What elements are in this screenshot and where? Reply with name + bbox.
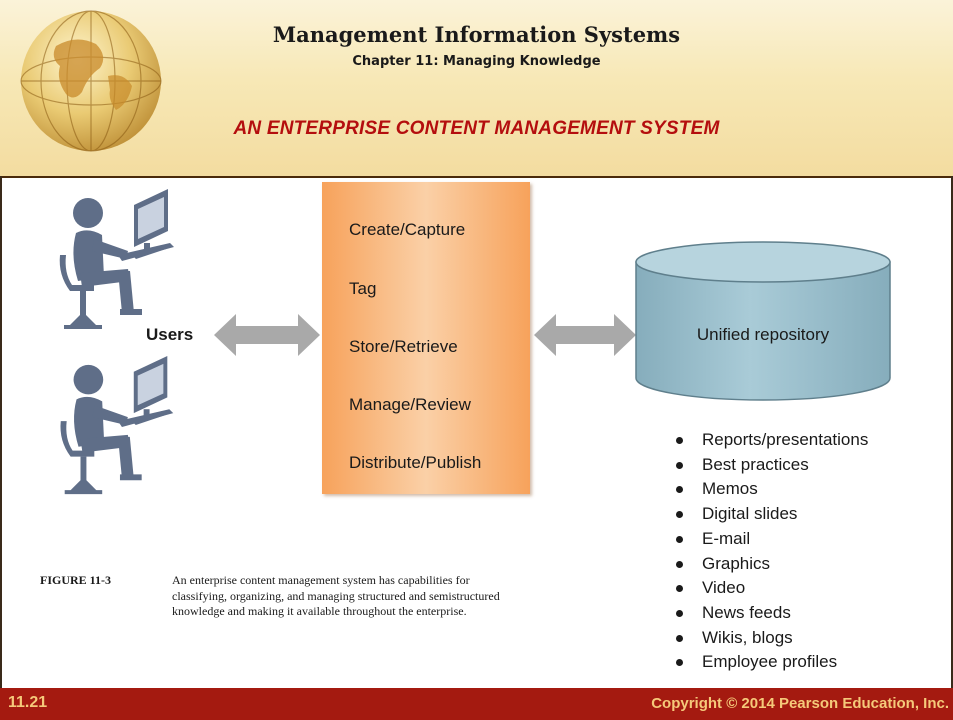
database-cylinder-icon <box>635 241 891 401</box>
process-item-manage-review: Manage/Review <box>349 395 471 414</box>
content-process-box: Create/Capture Tag Store/Retrieve Manage… <box>322 182 530 494</box>
users-label: Users <box>146 325 194 344</box>
user-computer-icon <box>59 189 174 329</box>
double-arrow-icon <box>214 314 320 356</box>
process-item-distribute-publish: Distribute/Publish <box>349 453 482 472</box>
chapter-title: Chapter 11: Managing Knowledge <box>352 54 601 69</box>
list-item: Wikis, blogs <box>676 626 868 651</box>
slide-footer: 11.21 Copyright © 2014 Pearson Education… <box>0 688 953 720</box>
repository-item-list: Reports/presentations Best practices Mem… <box>676 428 868 675</box>
list-item: Employee profiles <box>676 650 868 675</box>
page-number: 11.21 <box>8 694 48 711</box>
list-item: Graphics <box>676 552 868 577</box>
process-item-create-capture: Create/Capture <box>349 220 466 239</box>
copyright-notice: Copyright © 2014 Pearson Education, Inc. <box>651 695 949 712</box>
figure-label: FIGURE 11-3 <box>40 573 112 587</box>
frame-border-left <box>0 176 2 688</box>
frame-border-right <box>951 176 953 688</box>
list-item: Memos <box>676 477 868 502</box>
double-arrow-icon <box>534 314 636 356</box>
list-item: Video <box>676 576 868 601</box>
slide-header: Management Information Systems Chapter 1… <box>0 0 953 178</box>
figure-caption: An enterprise content management system … <box>172 573 500 618</box>
globe-icon <box>20 10 162 152</box>
list-item: Reports/presentations <box>676 428 868 453</box>
list-item: News feeds <box>676 601 868 626</box>
list-item: Digital slides <box>676 502 868 527</box>
list-item: Best practices <box>676 453 868 478</box>
list-item: E-mail <box>676 527 868 552</box>
user-computer-icon <box>60 355 174 495</box>
course-title: Management Information Systems <box>272 22 681 47</box>
slide-title: AN ENTERPRISE CONTENT MANAGEMENT SYSTEM <box>233 118 720 139</box>
process-item-store-retrieve: Store/Retrieve <box>349 337 458 356</box>
repository-label: Unified repository <box>696 325 830 344</box>
process-item-tag: Tag <box>349 279 377 298</box>
